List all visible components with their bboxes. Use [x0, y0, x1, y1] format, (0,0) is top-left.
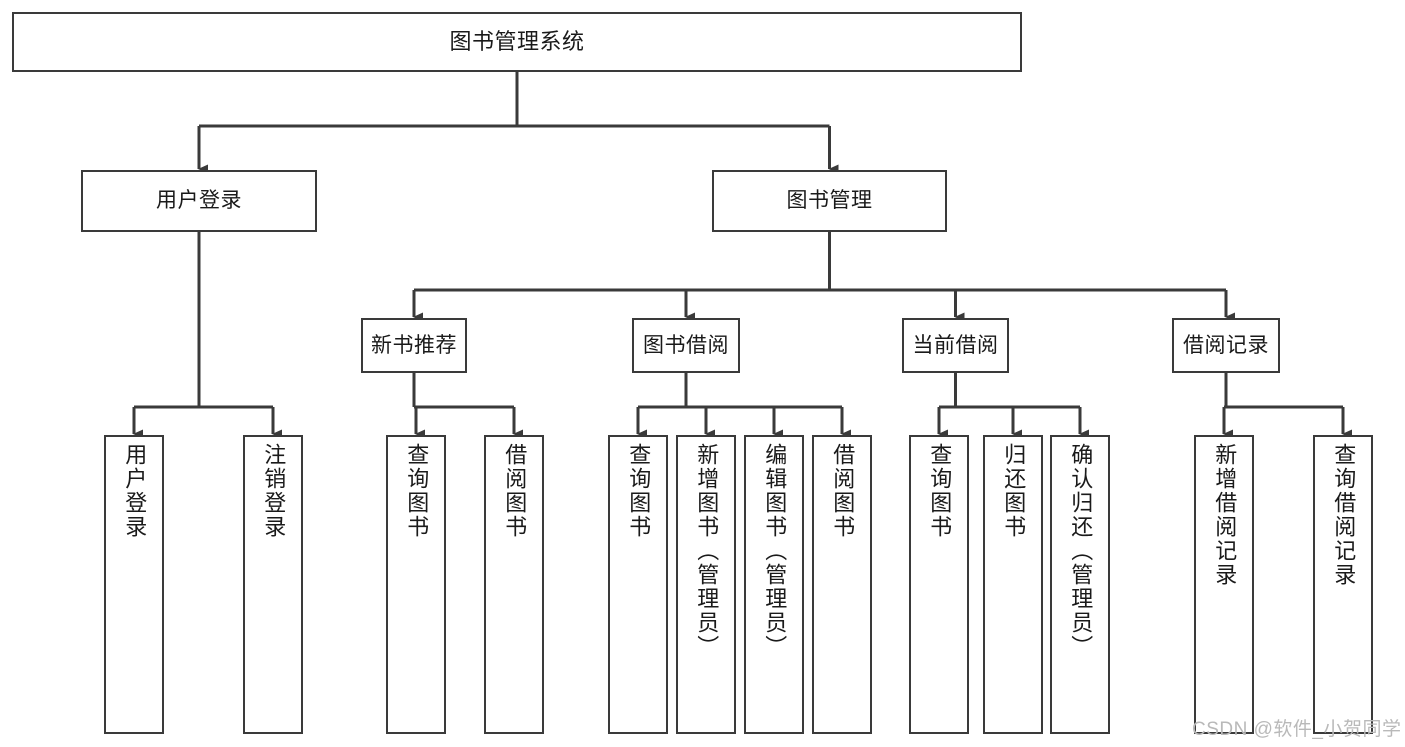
- leaf-borrow-book-2[interactable]: 借阅图书: [812, 435, 872, 734]
- node-borrow-record[interactable]: 借阅记录: [1172, 318, 1280, 373]
- node-user-login[interactable]: 用户登录: [81, 170, 317, 232]
- leaf-query-book-3[interactable]: 查询图书: [909, 435, 969, 734]
- leaf-add-borrow-record-label: 新增借阅记录: [1212, 443, 1238, 587]
- leaf-query-borrow-record[interactable]: 查询借阅记录: [1313, 435, 1373, 734]
- node-book-borrow-label: 图书借阅: [643, 333, 729, 357]
- watermark: CSDN @软件_小贺同学: [1192, 719, 1402, 740]
- leaf-query-book-3-label: 查询图书: [927, 443, 953, 539]
- leaf-borrow-book-1-label: 借阅图书: [502, 443, 528, 539]
- leaf-add-borrow-record[interactable]: 新增借阅记录: [1194, 435, 1254, 734]
- node-current-borrow[interactable]: 当前借阅: [902, 318, 1009, 373]
- leaf-user-login[interactable]: 用户登录: [104, 435, 164, 734]
- node-borrow-record-label: 借阅记录: [1183, 333, 1269, 357]
- node-new-book-recommend[interactable]: 新书推荐: [361, 318, 467, 373]
- leaf-edit-book[interactable]: 编辑图书（管理员）: [744, 435, 804, 734]
- node-root[interactable]: 图书管理系统: [12, 12, 1022, 72]
- leaf-query-book-1-label: 查询图书: [404, 443, 430, 539]
- leaf-confirm-return[interactable]: 确认归还（管理员）: [1050, 435, 1110, 734]
- node-root-label: 图书管理系统: [449, 28, 585, 54]
- leaf-add-book-label: 新增图书（管理员）: [694, 443, 720, 659]
- leaf-add-book[interactable]: 新增图书（管理员）: [676, 435, 736, 734]
- leaf-borrow-book-1[interactable]: 借阅图书: [484, 435, 544, 734]
- node-new-book-recommend-label: 新书推荐: [371, 333, 457, 357]
- leaf-query-borrow-record-label: 查询借阅记录: [1331, 443, 1357, 587]
- leaf-return-book-label: 归还图书: [1001, 443, 1027, 539]
- leaf-confirm-return-label: 确认归还（管理员）: [1068, 443, 1094, 659]
- node-current-borrow-label: 当前借阅: [912, 333, 999, 357]
- leaf-edit-book-label: 编辑图书（管理员）: [762, 443, 788, 659]
- leaf-user-login-label: 用户登录: [122, 443, 148, 539]
- leaf-query-book-1[interactable]: 查询图书: [386, 435, 446, 734]
- node-book-management[interactable]: 图书管理: [712, 170, 947, 232]
- leaf-logout-label: 注销登录: [261, 443, 287, 539]
- leaf-return-book[interactable]: 归还图书: [983, 435, 1043, 734]
- leaf-query-book-2[interactable]: 查询图书: [608, 435, 668, 734]
- node-user-login-label: 用户登录: [156, 189, 242, 213]
- leaf-logout[interactable]: 注销登录: [243, 435, 303, 734]
- leaf-query-book-2-label: 查询图书: [626, 443, 652, 539]
- node-book-borrow[interactable]: 图书借阅: [632, 318, 740, 373]
- node-book-management-label: 图书管理: [786, 189, 873, 213]
- leaf-borrow-book-2-label: 借阅图书: [830, 443, 856, 539]
